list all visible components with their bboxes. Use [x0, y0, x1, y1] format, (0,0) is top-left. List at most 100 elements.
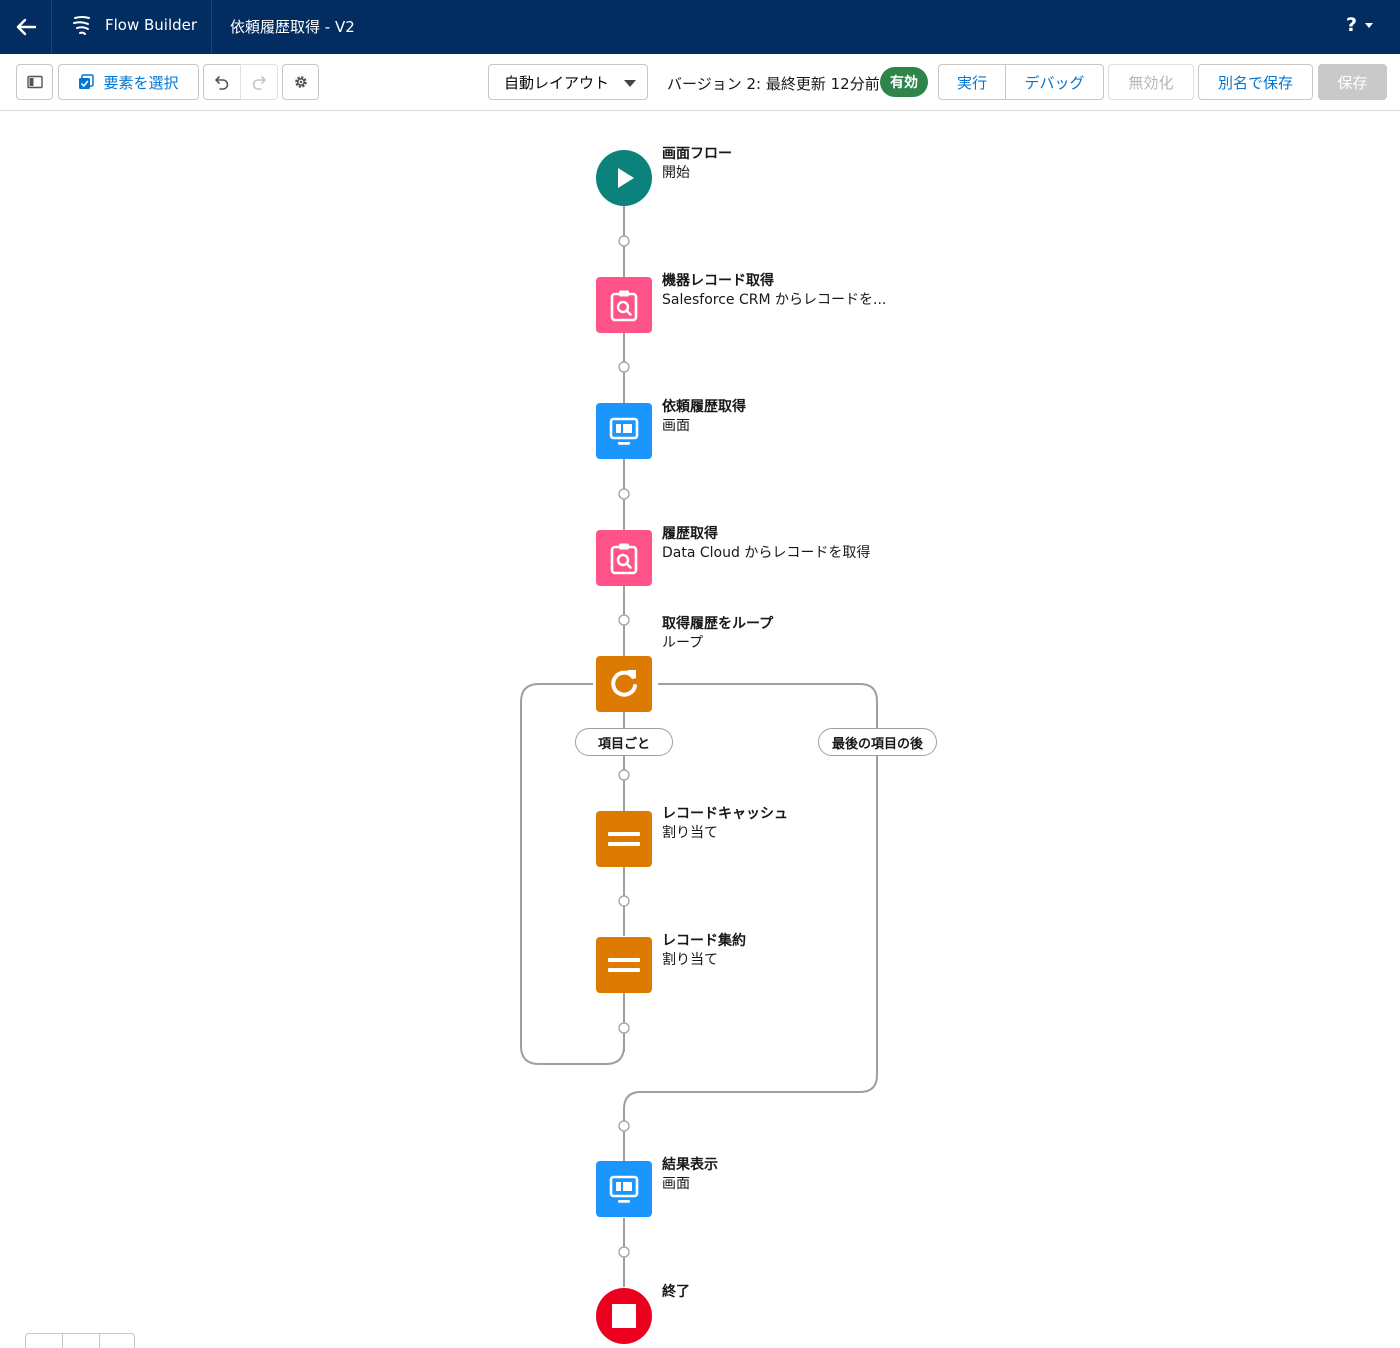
- node-subtitle: Salesforce CRM からレコードを...: [662, 292, 887, 308]
- chevron-down-icon: [624, 80, 636, 87]
- debug-label: デバッグ: [1024, 73, 1085, 92]
- node-title: 依頼履歴取得: [662, 399, 746, 415]
- get-device-records-label: 機器レコード取得 Salesforce CRM からレコードを...: [662, 272, 886, 310]
- node-title: 履歴取得: [662, 526, 718, 542]
- select-elements-button[interactable]: 要素を選択: [58, 64, 199, 100]
- stop-icon: [612, 1304, 636, 1328]
- node-subtitle: ループ: [662, 635, 704, 651]
- assignment-icon: [608, 832, 640, 846]
- layout-dropdown[interactable]: 自動レイアウト: [488, 64, 648, 100]
- status-badge: 有効: [880, 67, 928, 97]
- loop-icon: [611, 670, 637, 697]
- flow-connectors: [520, 206, 878, 1287]
- toolbar: 要素を選択 自動レイアウト バージョン 2: 最終更新 12分前 有効 実行 デ…: [0, 54, 1400, 111]
- play-icon: [618, 168, 634, 188]
- select-elements-label: 要素を選択: [103, 73, 179, 92]
- node-subtitle: 画面: [662, 1176, 690, 1192]
- zoom-controls[interactable]: [25, 1333, 135, 1348]
- save-as-label: 別名で保存: [1217, 73, 1293, 92]
- node-title: レコードキャッシュ: [662, 806, 788, 822]
- settings-button[interactable]: [282, 64, 319, 100]
- after-last-branch-label: 最後の項目の後: [818, 728, 937, 756]
- undo-icon: [215, 76, 229, 90]
- loop-node[interactable]: [596, 656, 652, 712]
- save-label: 保存: [1337, 73, 1368, 92]
- help-icon: ?: [1346, 14, 1358, 36]
- version-status-text: バージョン 2: 最終更新 12分前: [667, 75, 880, 93]
- after-last-path: [623, 683, 878, 1161]
- deactivate-label: 無効化: [1128, 73, 1174, 92]
- panel-icon: [26, 75, 43, 89]
- divider: [62, 1334, 63, 1348]
- add-element-dot: [618, 361, 630, 373]
- end-node-label: 終了: [662, 1283, 690, 1302]
- get-history-label: 履歴取得 Data Cloud からレコードを取得: [662, 525, 870, 563]
- redo-icon: [252, 76, 266, 90]
- flow-canvas[interactable]: 画面フロー 開始 機器レコード取得 Salesforce CRM からレコードを…: [0, 111, 1400, 1348]
- screen-icon: [609, 417, 639, 445]
- add-element-dot: [618, 1246, 630, 1258]
- add-element-dot: [618, 614, 630, 626]
- save-as-button[interactable]: 別名で保存: [1198, 64, 1313, 100]
- node-title: 画面フロー: [662, 146, 732, 162]
- flow-title: 依頼履歴取得 - V2: [230, 18, 355, 36]
- record-cache-assignment-label: レコードキャッシュ 割り当て: [662, 805, 788, 843]
- request-history-screen-node[interactable]: [596, 403, 652, 459]
- select-elements-icon: [79, 74, 95, 89]
- request-history-screen-label: 依頼履歴取得 画面: [662, 398, 746, 436]
- result-screen-node[interactable]: [596, 1161, 652, 1217]
- get-device-records-node[interactable]: [596, 277, 652, 333]
- result-screen-label: 結果表示 画面: [662, 1156, 718, 1194]
- loop-back-path: [520, 683, 625, 1065]
- gear-icon: [294, 76, 307, 88]
- add-element-dot: [618, 488, 630, 500]
- get-history-node[interactable]: [596, 530, 652, 586]
- help-menu-button[interactable]: ?: [1346, 14, 1374, 36]
- redo-button[interactable]: [240, 64, 278, 100]
- record-aggregate-assignment-label: レコード集約 割り当て: [662, 932, 746, 970]
- node-subtitle: 画面: [662, 418, 690, 434]
- debug-button[interactable]: デバッグ: [1005, 64, 1104, 100]
- node-title: 終了: [662, 1284, 690, 1300]
- node-title: 取得履歴をループ: [662, 616, 774, 632]
- back-button[interactable]: [0, 0, 52, 54]
- start-node[interactable]: [596, 150, 652, 206]
- node-title: 機器レコード取得: [662, 273, 774, 289]
- add-element-dot: [618, 895, 630, 907]
- divider: [99, 1334, 100, 1348]
- node-title: レコード集約: [662, 933, 746, 949]
- arrow-left-icon: [16, 18, 36, 36]
- assignment-icon: [608, 958, 640, 972]
- node-subtitle: 開始: [662, 165, 690, 181]
- app-brand: Flow Builder: [52, 0, 212, 54]
- deactivate-button[interactable]: 無効化: [1108, 64, 1194, 100]
- chevron-down-icon: [1365, 22, 1374, 28]
- end-node[interactable]: [596, 1288, 652, 1344]
- save-button[interactable]: 保存: [1318, 64, 1387, 100]
- record-aggregate-assignment-node[interactable]: [596, 937, 652, 993]
- run-button[interactable]: 実行: [938, 64, 1006, 100]
- undo-button[interactable]: [203, 64, 241, 100]
- flow-icon: [73, 16, 90, 35]
- add-element-dot: [618, 1120, 630, 1132]
- record-cache-assignment-node[interactable]: [596, 811, 652, 867]
- for-each-branch-label: 項目ごと: [575, 728, 673, 756]
- loop-label: 取得履歴をループ ループ: [662, 615, 773, 653]
- layout-dropdown-value: 自動レイアウト: [504, 73, 610, 92]
- run-label: 実行: [956, 73, 987, 92]
- start-node-label: 画面フロー 開始: [662, 145, 732, 183]
- screen-icon: [609, 1175, 639, 1203]
- toggle-panel-button[interactable]: [16, 64, 53, 100]
- node-subtitle: 割り当て: [662, 952, 718, 968]
- global-header: Flow Builder 依頼履歴取得 - V2 ?: [0, 0, 1400, 54]
- node-subtitle: Data Cloud からレコードを取得: [662, 545, 871, 561]
- add-element-dot: [618, 1022, 630, 1034]
- app-name: Flow Builder: [105, 16, 198, 34]
- record-lookup-icon: [610, 290, 638, 322]
- add-element-dot: [618, 769, 630, 781]
- record-lookup-icon: [610, 543, 638, 575]
- add-element-dot: [618, 235, 630, 247]
- node-title: 結果表示: [662, 1157, 718, 1173]
- node-subtitle: 割り当て: [662, 825, 718, 841]
